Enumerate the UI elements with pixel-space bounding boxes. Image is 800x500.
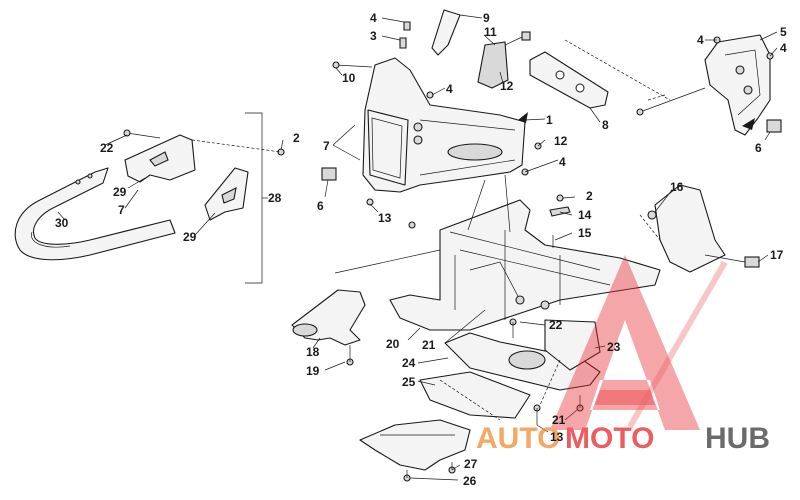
callout-18: 18 [306,345,320,359]
callout-6: 6 [317,199,324,213]
callout-6b: 6 [755,141,762,155]
lower-pan-part-26 [359,419,471,471]
frame-corner-part [654,184,726,273]
callout-21b: 21 [552,413,566,427]
callout-2b: 2 [586,189,593,203]
watermark-triangle-logo [550,255,700,430]
callout-13: 13 [378,211,392,225]
callout-17: 17 [770,248,784,262]
mounting-plate-part-8 [529,51,609,109]
callout-28: 28 [268,191,282,205]
callout-14: 14 [578,208,592,222]
callout-8: 8 [602,118,609,132]
spindle-group [291,249,441,371]
callout-27: 27 [464,457,478,471]
callout-1: 1 [546,113,553,127]
callout-13b: 13 [550,430,564,444]
callout-16: 16 [670,180,684,194]
callout-4b: 4 [446,82,453,96]
callout-24: 24 [402,356,416,370]
bumper-group [14,112,285,284]
callout-29b: 29 [183,230,197,244]
callout-23: 23 [607,340,621,354]
skid-plate-part-25 [419,371,531,419]
callout-4e: 4 [697,33,704,47]
callout-10: 10 [342,71,356,85]
callout-4d: 4 [780,41,787,55]
automotohub-watermark: AUTO MOTO HUB [476,255,770,455]
spindle-part-18 [291,289,366,346]
callout-2: 2 [293,131,300,145]
callout-19: 19 [306,364,320,378]
callout-25: 25 [402,375,416,389]
watermark-moto: MOTO [565,422,654,455]
watermark-auto: AUTO [476,422,560,455]
callout-20: 20 [386,337,400,351]
windshield-bracket-part-9 [431,9,461,56]
front-bumper-part-30 [14,167,176,261]
watermark-hub: HUB [705,422,770,455]
lower-pan-group [359,419,471,482]
callout-9: 9 [483,11,490,25]
callout-12: 12 [500,79,514,93]
chassis-group [389,174,661,344]
steering-bracket-part-5 [704,34,771,136]
nose-frame-group [321,9,671,229]
callout-5: 5 [780,25,787,39]
callout-labels: 4 3 9 11 10 12 4 8 1 12 4 7 6 13 5 4 4 6… [55,11,787,488]
skid-plate-group [417,318,606,433]
callout-7b: 7 [118,203,125,217]
callout-22: 22 [100,141,114,155]
callout-15: 15 [578,226,592,240]
callout-7: 7 [323,139,330,153]
callout-29: 29 [113,185,127,199]
callout-11: 11 [484,25,497,39]
steering-bracket-group [636,31,782,141]
callout-26: 26 [463,474,477,488]
wiring-bracket-part-11 [477,41,509,89]
callout-22b: 22 [549,318,563,332]
callout-4c: 4 [559,155,566,169]
frame-corner-group [639,184,769,273]
skid-plate-part-23 [544,319,601,371]
callout-21: 21 [422,338,436,352]
callout-12b: 12 [554,134,568,148]
callout-3: 3 [370,29,377,43]
callout-4: 4 [370,11,377,25]
callout-30: 30 [55,216,69,230]
